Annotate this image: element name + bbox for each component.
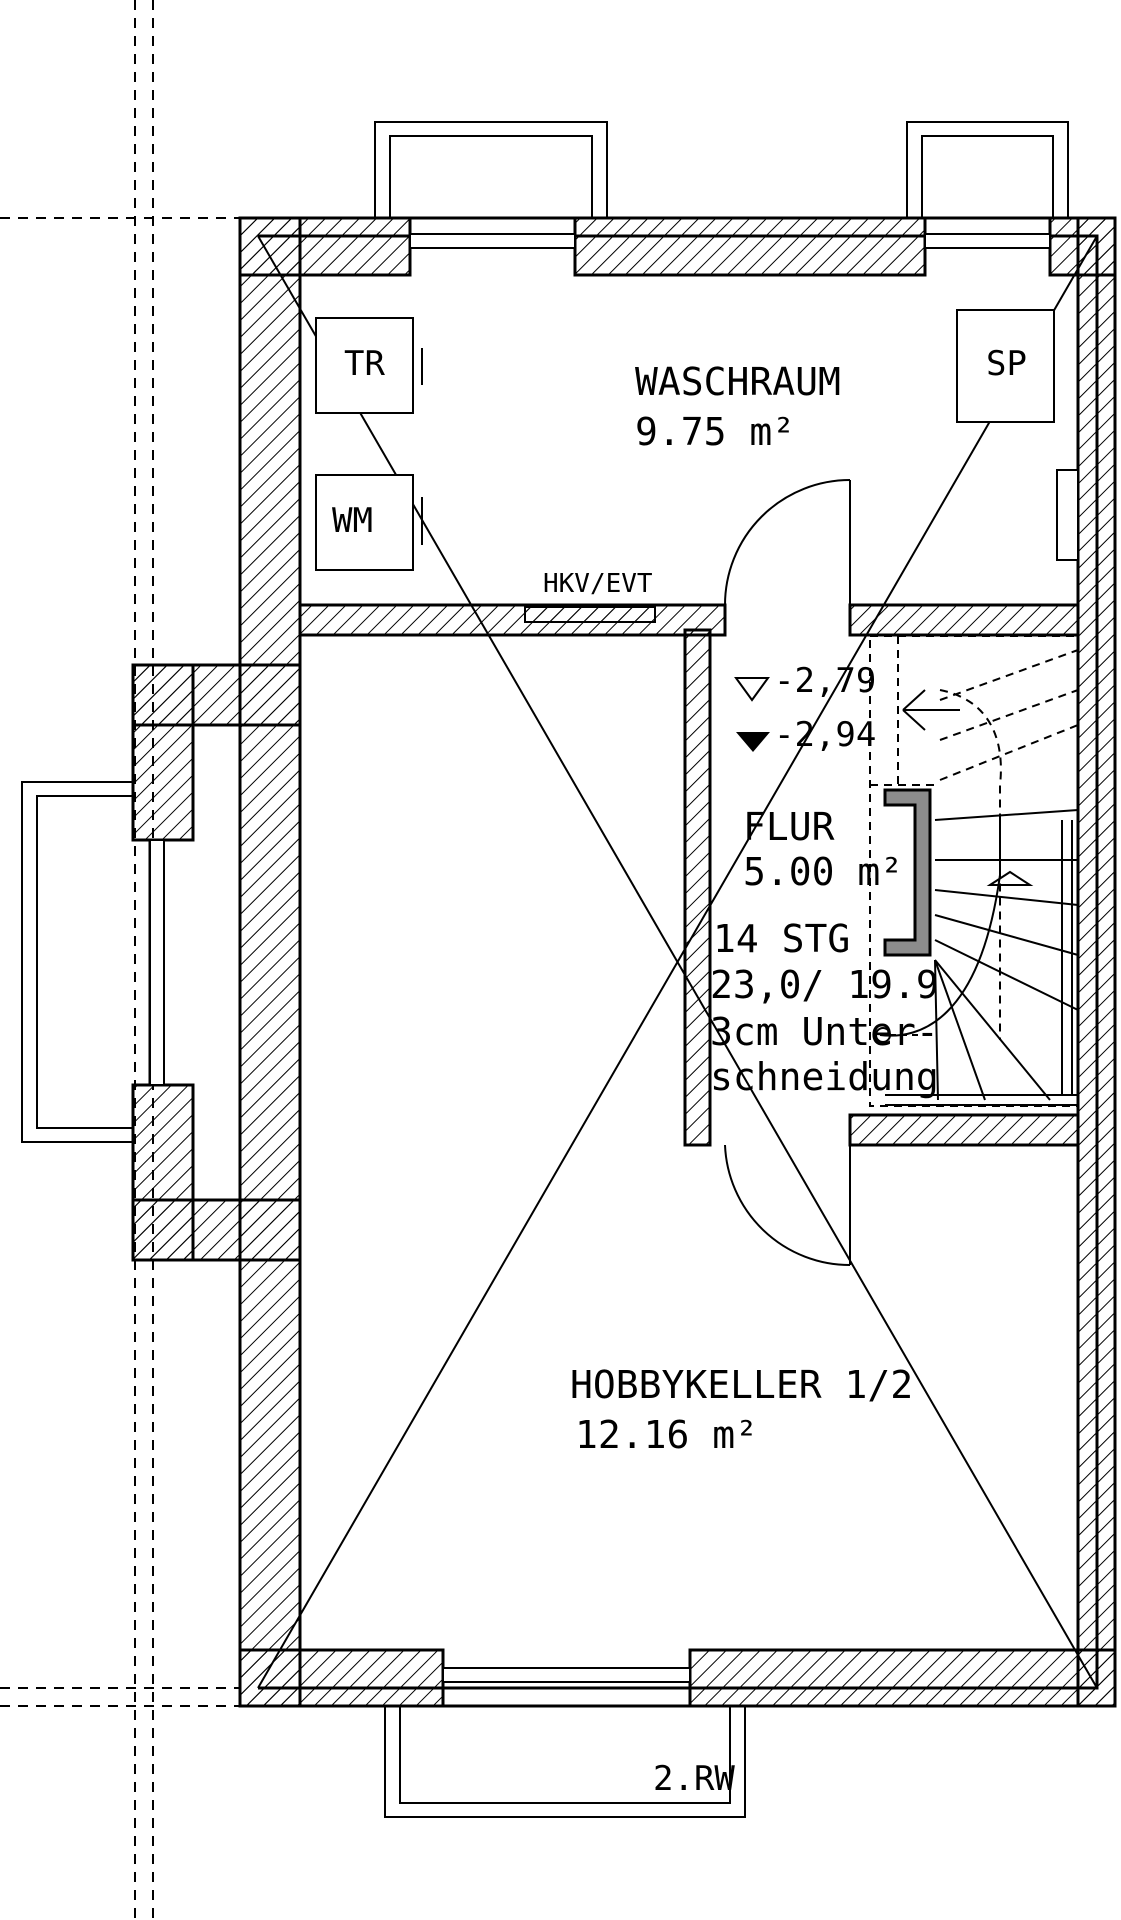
- windows: [149, 233, 1051, 1683]
- stair-note-1: 3cm Unter-: [710, 1010, 939, 1054]
- level-filled-triangle-icon: [736, 732, 770, 752]
- flur-area: 5.00 m²: [743, 850, 903, 894]
- stair-ratio: 23,0/ 19.9: [710, 963, 939, 1007]
- wm-label: WM: [332, 501, 373, 541]
- level-open-triangle-icon: [734, 677, 770, 702]
- level-bottom: -2,94: [774, 715, 876, 755]
- flur-name: FLUR: [743, 805, 835, 849]
- stair-steps: 14 STG: [713, 917, 850, 961]
- hkv-box: [524, 606, 656, 623]
- appliance-sp: SP: [956, 309, 1079, 561]
- window-wells: [21, 121, 1069, 1818]
- appliance-wm: WM: [315, 474, 423, 571]
- hkv-label: HKV/EVT: [543, 569, 653, 599]
- tr-label: TR: [344, 344, 385, 384]
- appliance-tr: TR: [315, 317, 423, 414]
- waschraum-area: 9.75 m²: [635, 410, 795, 454]
- stair-newel: [883, 788, 932, 957]
- sp-label: SP: [986, 344, 1027, 384]
- level-markers: -2,79 -2,94: [734, 661, 876, 755]
- outer-contour: [131, 216, 1117, 1708]
- window-well-label: 2.RW: [653, 1759, 735, 1799]
- doors: [724, 479, 851, 1267]
- waschraum-name: WASCHRAUM: [635, 360, 841, 404]
- staircase: [869, 635, 1079, 1107]
- walls: [131, 216, 1117, 1708]
- level-top: -2,79: [774, 661, 876, 701]
- hobbykeller-name: HOBBYKELLER 1/2: [570, 1363, 913, 1407]
- hobbykeller-area: 12.16 m²: [575, 1413, 758, 1457]
- stair-note-2: schneidung: [710, 1055, 939, 1099]
